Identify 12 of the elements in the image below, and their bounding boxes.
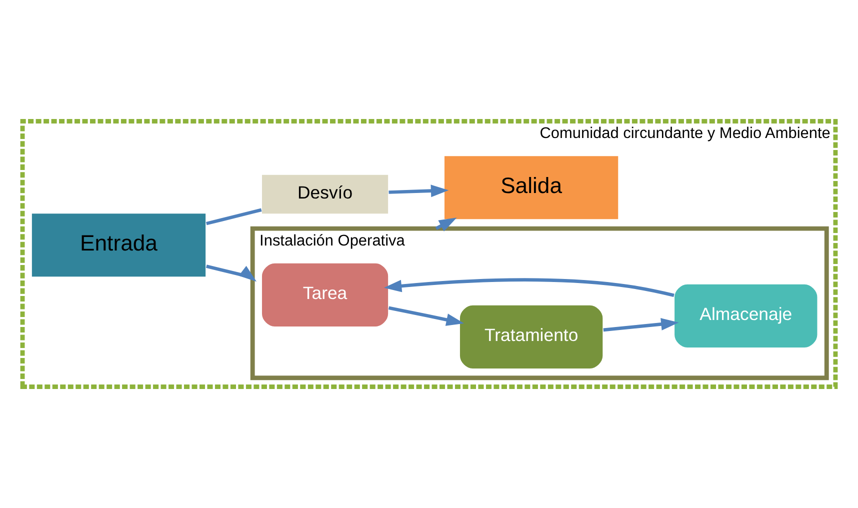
node-box: Tratamiento [458, 304, 604, 370]
arrow [388, 184, 449, 198]
arrow [603, 318, 679, 332]
node-box: Salida [443, 155, 620, 220]
connector [206, 208, 262, 226]
arrow [384, 278, 674, 297]
node-box: Desvío [260, 174, 390, 215]
arrow [206, 264, 257, 282]
node-box: Almacenaje [673, 283, 818, 349]
node-box: Entrada [30, 212, 207, 278]
node-box: Tarea [260, 262, 390, 328]
arrow [388, 306, 464, 326]
